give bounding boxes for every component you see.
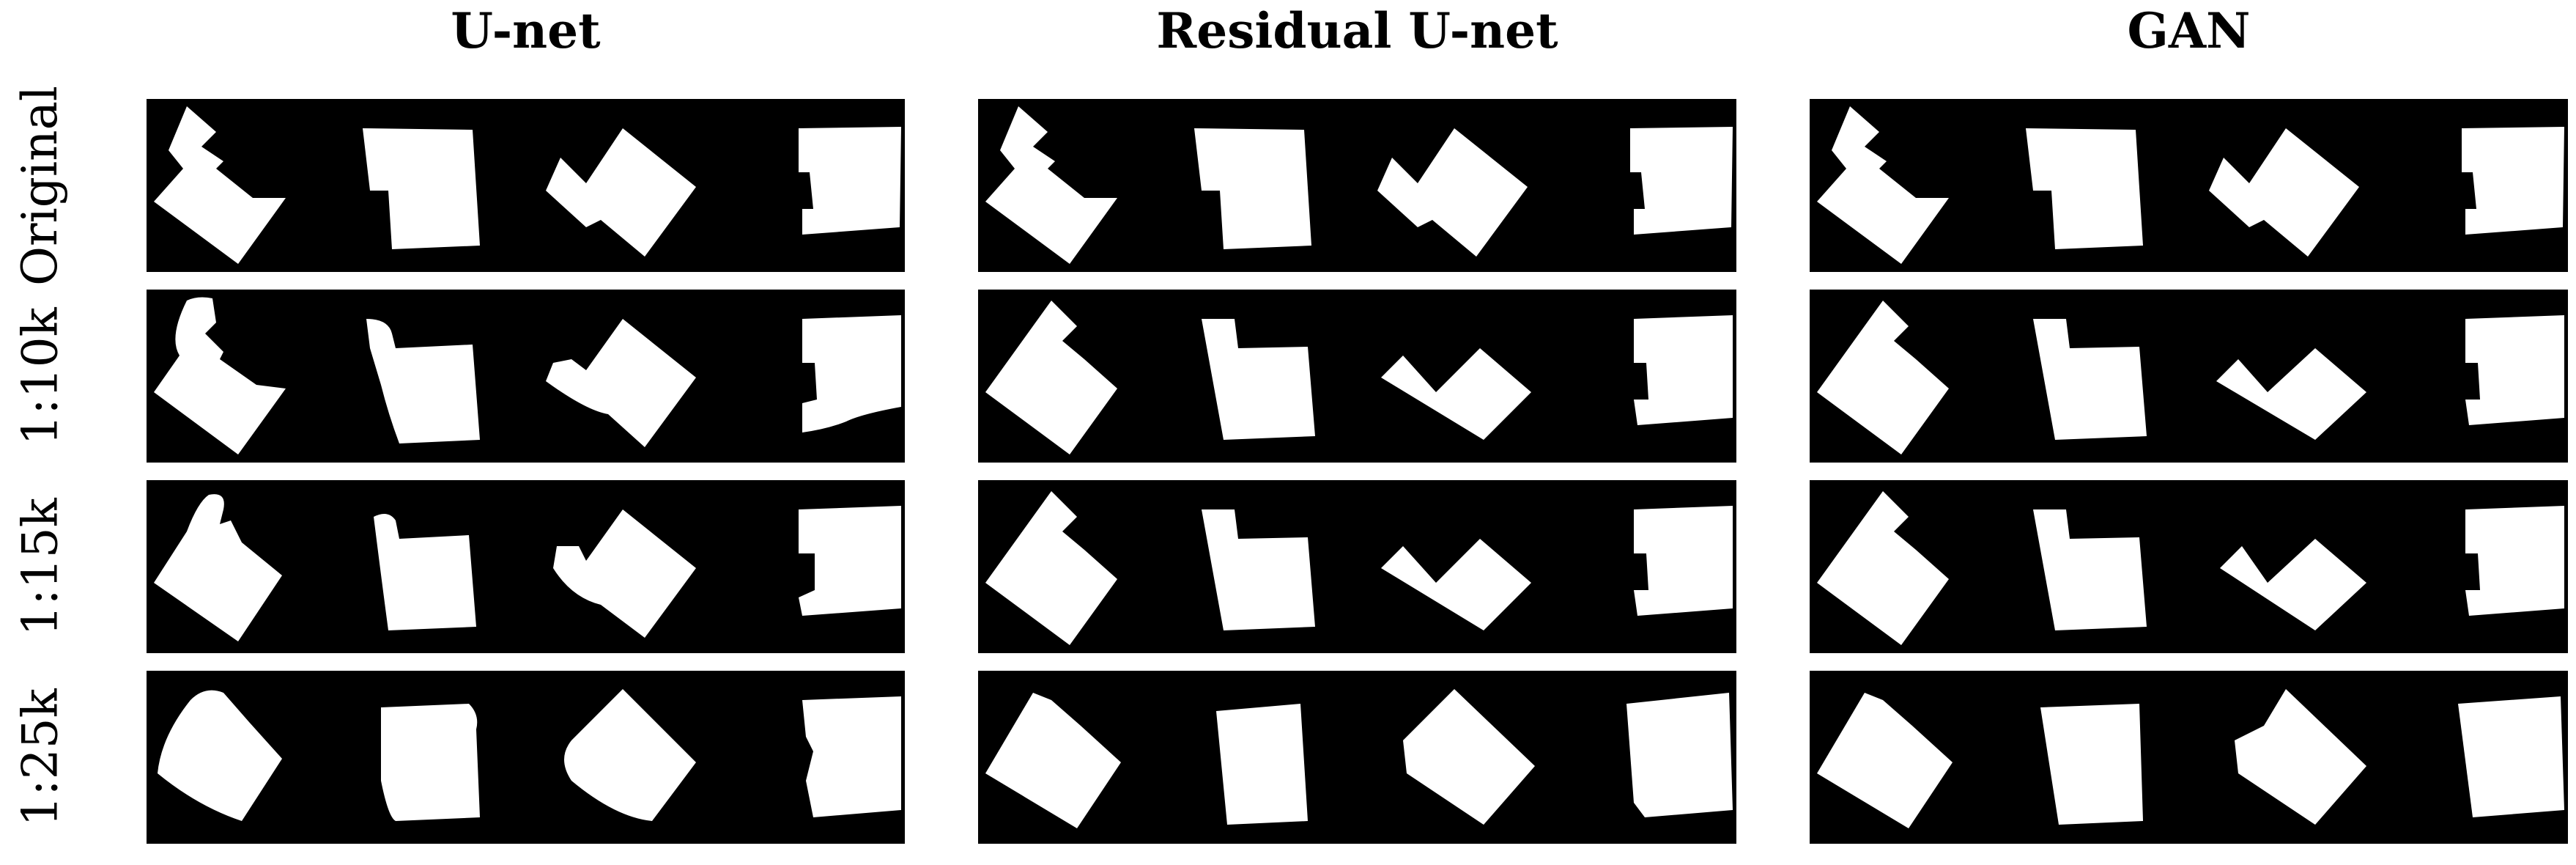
- column-title-unet: U-net: [451, 2, 601, 59]
- row-label-1-10k: 1:10k: [0, 290, 81, 463]
- column-title-residual-unet: Residual U-net: [1156, 2, 1558, 59]
- panel-unet-1-25k: [147, 671, 905, 844]
- panel-residual-unet-1-10k: [978, 290, 1736, 463]
- panel-gan-original: [1810, 99, 2568, 272]
- row-label-1-10k-text: 1:10k: [12, 306, 69, 446]
- panel-gan-1-15k: [1810, 480, 2568, 653]
- panel-unet-1-15k: [147, 480, 905, 653]
- panel-residual-unet-1-15k: [978, 480, 1736, 653]
- row-label-original-text: Original: [12, 85, 69, 286]
- row-label-1-25k: 1:25k: [0, 671, 81, 844]
- panel-gan-1-10k: [1810, 290, 2568, 463]
- panel-residual-unet-original: [978, 99, 1736, 272]
- row-label-1-15k-text: 1:15k: [12, 497, 69, 636]
- panel-residual-unet-1-25k: [978, 671, 1736, 844]
- column-title-gan: GAN: [2127, 2, 2251, 59]
- row-label-original: Original: [0, 85, 81, 285]
- row-label-1-25k-text: 1:25k: [12, 688, 69, 827]
- row-label-1-15k: 1:15k: [0, 480, 81, 653]
- panel-unet-1-10k: [147, 290, 905, 463]
- panel-unet-original: [147, 99, 905, 272]
- panel-gan-1-25k: [1810, 671, 2568, 844]
